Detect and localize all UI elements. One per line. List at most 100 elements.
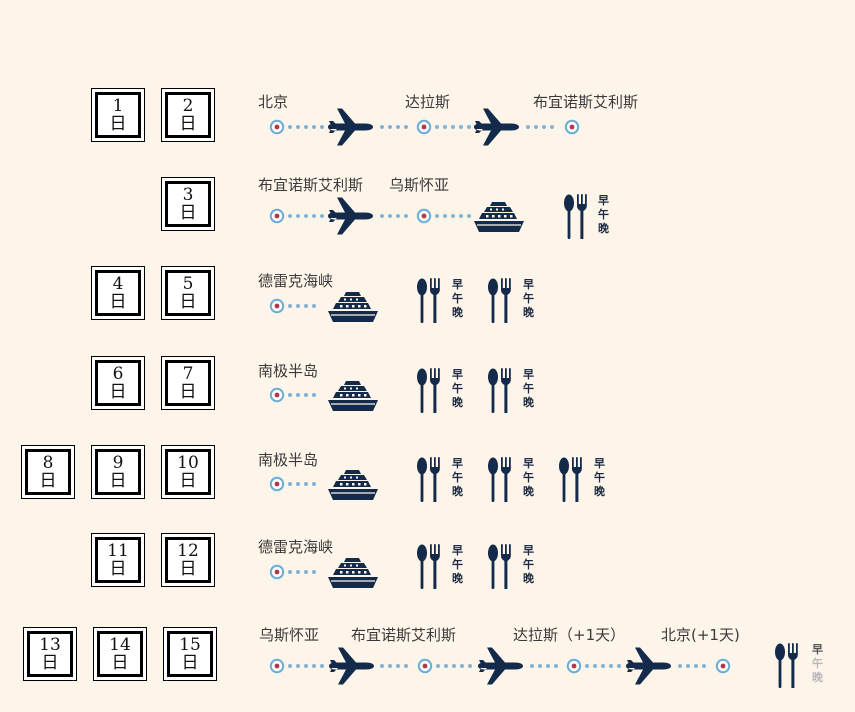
day-unit: 日: [179, 114, 197, 134]
day-number: 13: [39, 635, 61, 655]
place-label-antarctic-peninsula: 南极半岛: [258, 451, 319, 469]
plane-icon: [329, 647, 374, 685]
location-node-icon: [269, 298, 285, 314]
day-unit: 日: [109, 292, 127, 312]
route-row-6: [269, 557, 379, 589]
place-label-dallas: 达拉斯: [405, 93, 451, 111]
place-label-drake-passage: 德雷克海峡: [258, 272, 334, 290]
meal-label: 早午晚: [598, 194, 609, 235]
day-unit: 日: [109, 559, 127, 579]
day-number: 11: [107, 541, 129, 561]
place-label-beijing: 北京: [258, 93, 289, 111]
location-node-icon: [269, 208, 285, 224]
location-node-icon: [269, 476, 285, 492]
route-row-4: [269, 380, 379, 412]
day-number: 6: [112, 364, 124, 384]
ship-icon: [327, 469, 379, 501]
day-number: 4: [112, 274, 124, 294]
plane-icon: [328, 108, 373, 146]
day-number: 9: [112, 453, 124, 473]
route-row-2: [269, 197, 525, 235]
utensils-icon: [564, 194, 587, 239]
meal-label: 早午晚: [594, 457, 605, 498]
day-unit: 日: [109, 114, 127, 134]
plane-icon: [328, 197, 373, 235]
ship-icon: [327, 291, 379, 323]
plane-icon: [626, 647, 671, 685]
place-label-dallas: 达拉斯（+1天）: [513, 626, 626, 644]
route-row-1: [269, 108, 580, 146]
day-unit: 日: [179, 382, 197, 402]
ship-icon: [473, 201, 525, 233]
location-node-icon: [715, 658, 731, 674]
day-unit: 日: [39, 471, 57, 491]
location-node-icon: [269, 387, 285, 403]
place-label-buenos-aires: 布宜诺斯艾利斯: [533, 93, 639, 111]
meal-label: 早午晚: [452, 544, 463, 585]
day-number: 12: [177, 541, 199, 561]
utensils-icon: [488, 368, 511, 413]
utensils-icon: [488, 278, 511, 323]
day-number: 3: [182, 185, 194, 205]
day-unit: 日: [109, 382, 127, 402]
meal-label: 早午晚: [523, 544, 534, 585]
plane-icon: [478, 647, 523, 685]
day-number: 5: [182, 274, 194, 294]
day-unit: 日: [179, 292, 197, 312]
utensils-icon: [488, 544, 511, 589]
meal-label: 早午晚: [523, 278, 534, 319]
day-unit: 日: [181, 653, 199, 673]
utensils-icon: [417, 368, 440, 413]
meal-label: 早午晚: [452, 368, 463, 409]
utensils-icon: [417, 544, 440, 589]
meal-label: 早午晚: [452, 278, 463, 319]
plane-icon: [474, 108, 519, 146]
location-node-icon: [416, 208, 432, 224]
day-unit: 日: [179, 471, 197, 491]
place-label-antarctic-peninsula: 南极半岛: [258, 362, 319, 380]
day-unit: 日: [109, 471, 127, 491]
place-label-drake-passage: 德雷克海峡: [258, 538, 334, 556]
place-label-buenos-aires: 布宜诺斯艾利斯: [351, 626, 457, 644]
utensils-icon: [417, 457, 440, 502]
day-number: 8: [42, 453, 54, 473]
day-number: 7: [182, 364, 194, 384]
day-number: 2: [182, 96, 194, 116]
utensils-icon: [775, 643, 798, 688]
place-label-buenos-aires: 布宜诺斯艾利斯: [258, 176, 364, 194]
day-number: 10: [177, 453, 199, 473]
place-label-beijing: 北京(+1天): [661, 626, 740, 644]
place-label-ushuaia: 乌斯怀亚: [389, 176, 450, 194]
ship-icon: [327, 380, 379, 412]
location-node-icon: [564, 119, 580, 135]
day-number: 14: [109, 635, 131, 655]
route-row-3: [269, 291, 379, 323]
meal-label: 早午晚: [812, 643, 823, 684]
day-unit: 日: [41, 653, 59, 673]
meal-label: 早午晚: [523, 368, 534, 409]
day-unit: 日: [179, 559, 197, 579]
day-unit: 日: [179, 203, 197, 223]
location-node-icon: [269, 119, 285, 135]
location-node-icon: [269, 658, 285, 674]
route-row-7: [269, 647, 731, 685]
day-unit: 日: [111, 653, 129, 673]
day-number: 15: [179, 635, 201, 655]
location-node-icon: [269, 564, 285, 580]
meal-label: 早午晚: [523, 457, 534, 498]
